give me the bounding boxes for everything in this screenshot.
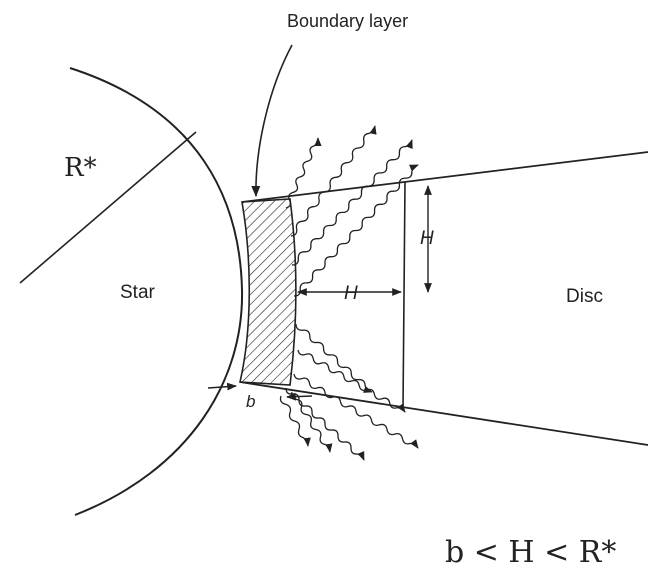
b-arrow-right — [286, 392, 313, 401]
b-arrow-left — [207, 382, 237, 391]
wavy-arrow — [290, 125, 377, 237]
radiation-wavy-arrows — [279, 125, 419, 461]
disc-label: Disc — [566, 286, 603, 307]
wavy-arrow — [293, 164, 419, 297]
disc-upper-surface — [241, 151, 649, 203]
star-surface — [69, 67, 244, 516]
wavy-arrow — [290, 391, 333, 453]
wavy-arrow — [285, 137, 322, 209]
h-vertical-label: H — [420, 228, 434, 249]
inequality-note: b < H < R* — [445, 535, 616, 570]
wavy-arrow — [291, 139, 413, 266]
wavy-arrow — [297, 349, 406, 413]
wavy-arrow — [279, 395, 311, 447]
boundary-layer-label: Boundary layer — [287, 11, 408, 31]
star-radius-line — [19, 131, 197, 284]
boundary-layer-region — [239, 198, 297, 386]
disc-lower-surface — [239, 381, 649, 446]
wavy-arrow — [295, 323, 373, 393]
h-horizontal-label: H — [344, 283, 358, 304]
b-label: b — [246, 392, 255, 411]
r-star-label: R* — [64, 153, 97, 183]
wavy-arrow — [293, 373, 419, 449]
boundary-layer-pointer — [251, 44, 293, 198]
star-label: Star — [120, 282, 156, 303]
disc-height-marker-line — [402, 181, 406, 409]
